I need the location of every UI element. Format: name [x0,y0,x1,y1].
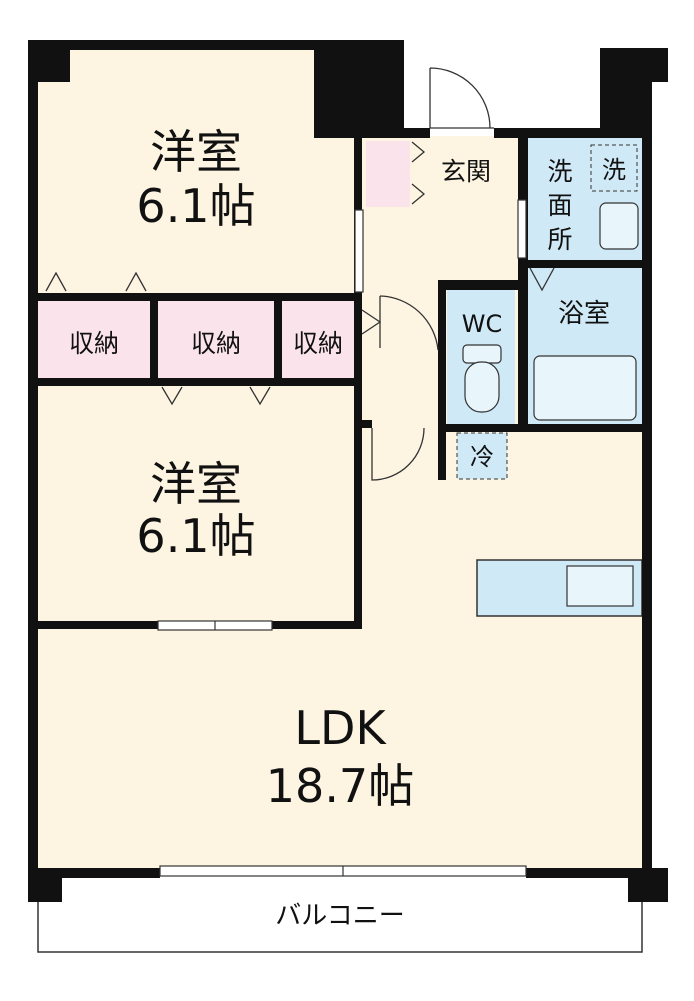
toilet-bowl-icon [464,361,500,413]
washer-label: 洗 [602,156,626,184]
ldk-name: LDK [294,701,387,755]
floor-ldk-left [38,625,368,870]
entrance-shoe-storage [366,141,410,207]
bathroom-label: 浴室 [558,299,610,329]
storage-1-floor [38,300,150,380]
storage-2-floor [158,300,274,380]
fridge-space [456,432,508,480]
storage-1-label: 収納 [69,329,119,358]
storage-2-label: 収納 [191,329,241,358]
ldk-size: 18.7帖 [266,759,414,813]
washroom-label-bot: 所 [547,225,572,254]
toilet-tank-icon [462,344,502,364]
washroom-label-mid: 面 [547,191,572,220]
balcony-label: バルコニー [275,901,404,931]
toilet-label: WC [462,310,503,338]
washer-space [590,144,638,192]
balcony-rail [37,902,643,953]
fridge-label: 冷 [470,443,494,471]
walls [28,40,668,902]
bathtub-icon [533,355,637,421]
floor-western-upper [38,48,360,298]
western-upper-size: 6.1帖 [136,179,255,233]
wash-basin-icon [599,202,639,250]
western-lower-size: 6.1帖 [136,509,255,563]
western-lower-name: 洋室 [150,457,242,511]
washroom-label-top: 洗 [547,157,572,186]
western-upper-name: 洋室 [150,125,242,179]
entrance-label: 玄関 [441,157,491,186]
doors [45,67,555,481]
kitchen-sink [566,565,634,607]
storage-3-floor [282,300,354,380]
windows [157,199,527,877]
storage-3-label: 収納 [293,329,343,358]
